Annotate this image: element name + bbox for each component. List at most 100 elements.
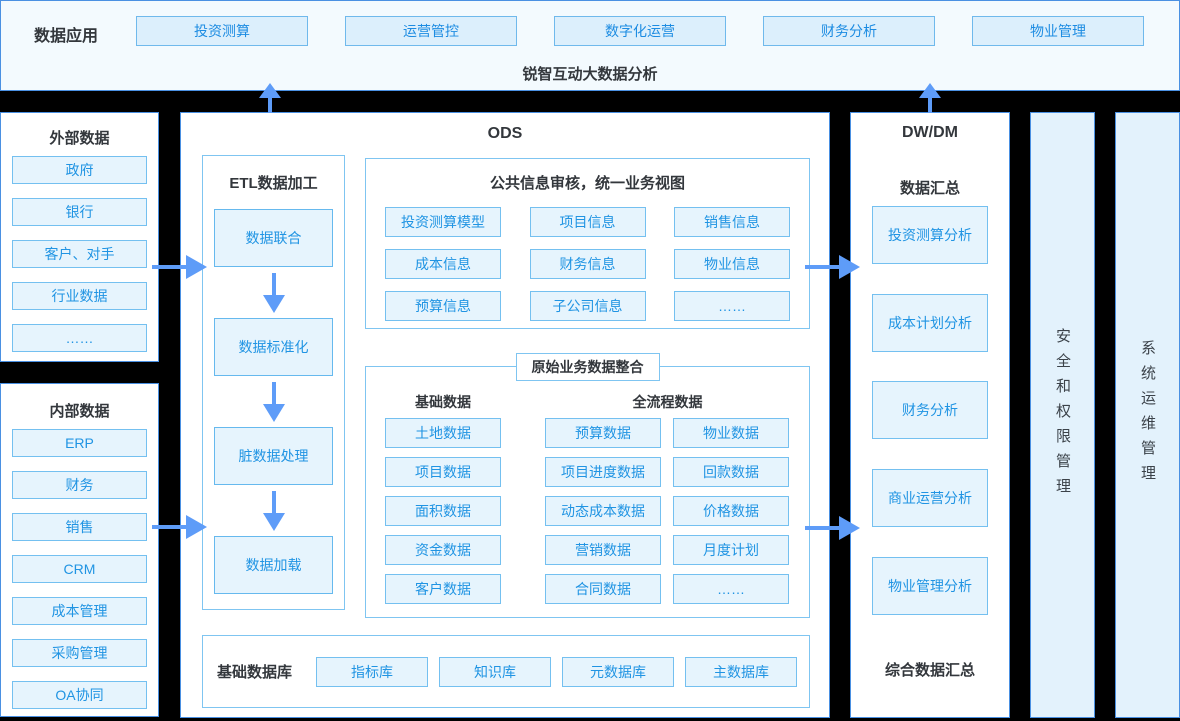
internal-item-finance: 财务 (12, 471, 147, 499)
common-item-subsidiary-info: 子公司信息 (529, 291, 646, 321)
base-database-list: 指标库 知识库 元数据库 主数据库 (316, 656, 798, 687)
full-item-budget: 预算数据 (545, 418, 661, 448)
common-item-investment-model: 投资测算模型 (385, 207, 501, 237)
common-item-sales-info: 销售信息 (674, 207, 790, 237)
common-item-finance-info: 财务信息 (529, 249, 646, 279)
common-item-project-info: 项目信息 (529, 207, 646, 237)
comprehensive-summary-title: 综合数据汇总 (884, 662, 975, 679)
etl-title: ETL数据加工 (229, 175, 318, 192)
full-item-marketing: 营销数据 (545, 535, 661, 565)
external-item-government: 政府 (12, 156, 147, 184)
dwdm-item-finance-analysis: 财务分析 (872, 381, 988, 439)
dwdm-title: DW/DM (902, 124, 958, 141)
common-info-grid: 投资测算模型 项目信息 销售信息 成本信息 财务信息 物业信息 预算信息 子公司… (385, 207, 790, 321)
external-item-bank: 银行 (12, 198, 147, 226)
external-data-list: 政府 银行 客户、对手 行业数据 …… (1, 156, 158, 352)
full-item-progress: 项目进度数据 (545, 457, 661, 487)
app-button-operation: 运营管控 (345, 16, 517, 46)
external-item-customers: 客户、对手 (12, 240, 147, 268)
flow-arrow-right-icon (805, 254, 861, 280)
db-item-indicator: 指标库 (316, 656, 429, 687)
basic-item-area: 面积数据 (385, 496, 501, 526)
base-database-title: 基础数据库 (217, 664, 293, 681)
dwdm-item-property-analysis: 物业管理分析 (872, 557, 988, 615)
external-data-title: 外部数据 (49, 130, 110, 147)
basic-item-capital: 资金数据 (385, 535, 501, 565)
etl-step-dirty-data: 脏数据处理 (214, 427, 333, 485)
etl-step-union: 数据联合 (214, 209, 333, 267)
data-application-label: 数据应用 (34, 28, 99, 45)
full-process-header: 全流程数据 (632, 394, 703, 410)
raw-data-columns: 土地数据 项目数据 面积数据 资金数据 客户数据 预算数据 项目进度数据 动态成… (385, 418, 790, 604)
etl-step-standardize: 数据标准化 (214, 318, 333, 376)
full-item-monthly-plan: 月度计划 (673, 535, 789, 565)
db-item-metadata: 元数据库 (562, 656, 675, 687)
dwdm-item-investment-analysis: 投资测算分析 (872, 206, 988, 264)
external-data-panel: 外部数据 政府 银行 客户、对手 行业数据 …… (0, 112, 159, 362)
internal-data-panel: 内部数据 ERP 财务 销售 CRM 成本管理 采购管理 OA协同 (0, 383, 159, 717)
flow-arrow-right-icon (152, 514, 208, 540)
basic-item-land: 土地数据 (385, 418, 501, 448)
internal-item-oa: OA协同 (12, 681, 147, 709)
flow-arrow-up-icon (917, 83, 943, 113)
full-item-more: …… (673, 574, 789, 604)
full-item-contract: 合同数据 (545, 574, 661, 604)
system-ops-bar: 系统运维管理 (1115, 112, 1180, 718)
app-button-property: 物业管理 (972, 16, 1144, 46)
internal-item-procurement: 采购管理 (12, 639, 147, 667)
internal-data-title: 内部数据 (49, 403, 110, 420)
internal-item-cost: 成本管理 (12, 597, 147, 625)
basic-data-column: 土地数据 项目数据 面积数据 资金数据 客户数据 (385, 418, 501, 604)
etl-step-load: 数据加载 (214, 536, 333, 594)
basic-item-customer: 客户数据 (385, 574, 501, 604)
app-button-investment: 投资测算 (136, 16, 308, 46)
raw-business-title: 原始业务数据整合 (515, 353, 660, 381)
basic-item-project: 项目数据 (385, 457, 501, 487)
flow-arrow-right-icon (805, 515, 861, 541)
security-permission-label: 安全和权限管理 (1054, 327, 1071, 503)
flow-arrow-down-icon (262, 267, 286, 318)
flow-arrow-up-icon (257, 83, 283, 113)
bigdata-platform-title: 锐智互动大数据分析 (522, 66, 658, 83)
full-item-payment: 回款数据 (673, 457, 789, 487)
full-process-column-2: 物业数据 回款数据 价格数据 月度计划 …… (673, 418, 789, 604)
app-button-digital: 数字化运营 (554, 16, 726, 46)
flow-arrow-down-icon (262, 485, 286, 536)
internal-data-list: ERP 财务 销售 CRM 成本管理 采购管理 OA协同 (1, 429, 158, 709)
etl-steps: 数据联合 数据标准化 脏数据处理 数据加载 (214, 209, 333, 594)
ods-panel: ODS ETL数据加工 数据联合 数据标准化 脏数据处理 数据加载 公共信息审核… (180, 112, 830, 718)
dwdm-item-business-operation-analysis: 商业运营分析 (872, 469, 988, 527)
internal-item-sales: 销售 (12, 513, 147, 541)
system-ops-label: 系统运维管理 (1139, 340, 1156, 490)
data-application-bar: 数据应用 投资测算 运营管控 数字化运营 财务分析 物业管理 锐智互动大数据分析 (0, 0, 1180, 91)
full-item-property: 物业数据 (673, 418, 789, 448)
internal-item-erp: ERP (12, 429, 147, 457)
full-item-price: 价格数据 (673, 496, 789, 526)
external-item-industry: 行业数据 (12, 282, 147, 310)
full-item-dynamic-cost: 动态成本数据 (545, 496, 661, 526)
common-info-box: 公共信息审核，统一业务视图 投资测算模型 项目信息 销售信息 成本信息 财务信息… (365, 158, 810, 329)
application-buttons: 投资测算 运营管控 数字化运营 财务分析 物业管理 (136, 16, 1144, 46)
security-permission-bar: 安全和权限管理 (1030, 112, 1095, 718)
dwdm-item-cost-plan-analysis: 成本计划分析 (872, 294, 988, 352)
ods-title: ODS (487, 125, 523, 142)
common-item-property-info: 物业信息 (674, 249, 790, 279)
basic-data-header: 基础数据 (415, 394, 471, 410)
raw-business-box: 原始业务数据整合 基础数据 全流程数据 土地数据 项目数据 面积数据 资金数据 … (365, 353, 810, 618)
common-item-more: …… (674, 291, 790, 321)
external-item-more: …… (12, 324, 147, 352)
base-database-box: 基础数据库 指标库 知识库 元数据库 主数据库 (202, 635, 810, 708)
db-item-knowledge: 知识库 (439, 656, 552, 687)
common-info-title: 公共信息审核，统一业务视图 (489, 175, 685, 192)
common-item-cost-info: 成本信息 (385, 249, 501, 279)
flow-arrow-right-icon (152, 254, 208, 280)
etl-processing-box: ETL数据加工 数据联合 数据标准化 脏数据处理 数据加载 (202, 155, 345, 610)
flow-arrow-down-icon (262, 376, 286, 427)
full-process-column-1: 预算数据 项目进度数据 动态成本数据 营销数据 合同数据 (545, 418, 661, 604)
dwdm-panel: DW/DM 数据汇总 投资测算分析 成本计划分析 财务分析 商业运营分析 物业管… (850, 112, 1010, 718)
common-item-budget-info: 预算信息 (385, 291, 501, 321)
data-summary-title: 数据汇总 (899, 180, 960, 197)
db-item-master: 主数据库 (685, 656, 798, 687)
app-button-finance: 财务分析 (763, 16, 935, 46)
internal-item-crm: CRM (12, 555, 147, 583)
